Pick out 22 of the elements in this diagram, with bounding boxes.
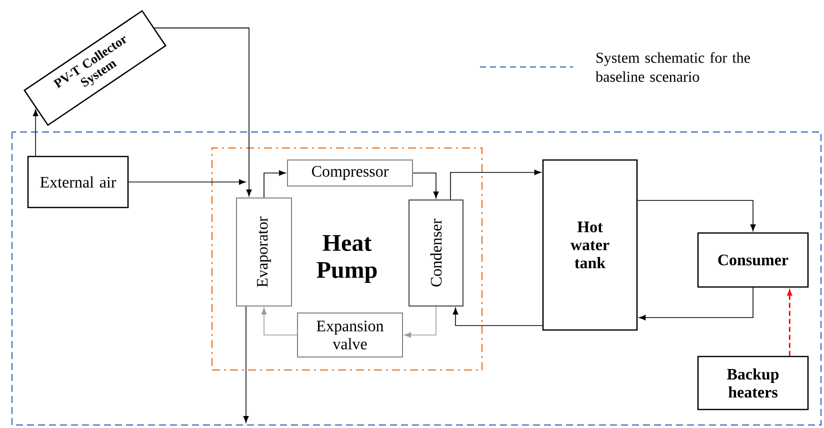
component-box: Compressor (287, 160, 413, 186)
arrow (452, 308, 543, 326)
legend-text: System schematic for the baseline scenario (596, 52, 750, 82)
arrow (264, 170, 286, 198)
arrow (404, 306, 436, 338)
arrow (638, 287, 754, 320)
consumer-box: Consumer (697, 232, 809, 288)
component-box: Evaporator (236, 198, 292, 306)
component-box: Expansion valve (297, 312, 403, 358)
component-box: Condenser (408, 200, 464, 306)
arrow (787, 290, 792, 356)
arrow (243, 306, 249, 423)
arrow (261, 308, 298, 336)
input-box: External air (27, 156, 129, 208)
arrow (637, 200, 756, 232)
arrow (32, 109, 38, 156)
arrow (450, 170, 542, 200)
arrow (154, 28, 252, 196)
heater-box: Backup heaters (697, 356, 809, 410)
arrow (412, 172, 439, 198)
arrow (128, 179, 246, 185)
tank-box: Hot water tank (542, 159, 638, 331)
